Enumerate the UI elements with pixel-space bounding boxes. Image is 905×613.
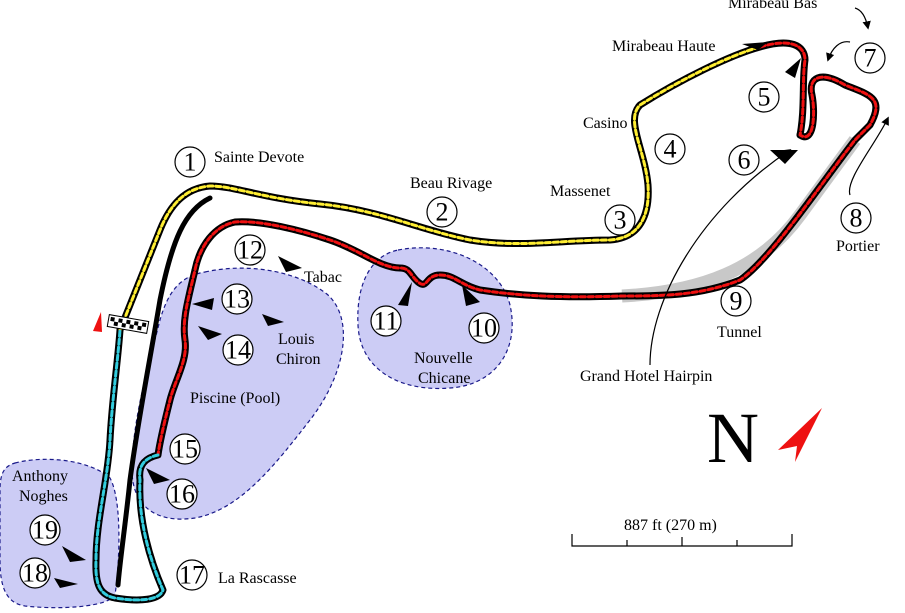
label-mirabeau-bas: Mirabeau Bas [728, 0, 817, 12]
corner-13-marker: 13 [221, 283, 253, 315]
corner-8-number: 8 [850, 204, 863, 233]
corner-9-marker: 9 [720, 285, 752, 317]
corner-18-number: 18 [22, 559, 48, 588]
north-arrow-icon [778, 408, 822, 462]
start-direction-arrow [93, 312, 102, 332]
corner-5-marker: 5 [748, 81, 780, 113]
label-chicane: Chicane [418, 370, 470, 387]
label-tabac: Tabac [304, 269, 342, 286]
corner-1-number: 1 [184, 148, 197, 177]
label-la-rascasse: La Rascasse [218, 570, 297, 587]
corner-10-number: 10 [471, 314, 497, 343]
label-tunnel: Tunnel [717, 324, 762, 341]
corner-2-number: 2 [436, 198, 449, 227]
label-massenet: Massenet [550, 183, 611, 200]
label-chiron: Chiron [276, 351, 320, 368]
label-mirabeau-haute: Mirabeau Haute [612, 38, 716, 55]
corner-13-number: 13 [224, 285, 250, 314]
start-finish-line [93, 312, 150, 334]
pit-lane [115, 195, 213, 588]
sector2-dashes [156, 41, 878, 457]
label-casino: Casino [583, 115, 627, 132]
corner-8-marker: 8 [840, 202, 872, 234]
corner-4-number: 4 [664, 135, 677, 164]
corner-11-marker: 11 [370, 305, 402, 337]
corner-9-number: 9 [730, 287, 743, 316]
corner-10-marker: 10 [468, 312, 500, 344]
corner-16-number: 16 [169, 480, 195, 509]
label-nouvelle: Nouvelle [414, 350, 473, 367]
corner-6-marker: 6 [728, 144, 760, 176]
corner-15-number: 15 [172, 435, 198, 464]
corner-4-marker: 4 [654, 133, 686, 165]
pointers [649, 7, 889, 366]
north-indicator: N [707, 398, 822, 478]
scale-label: 887 ft (270 m) [624, 517, 717, 534]
pointer-triangles [54, 42, 801, 588]
label-beau-rivage: Beau Rivage [410, 175, 492, 192]
corner-2-marker: 2 [426, 196, 458, 228]
zones [0, 247, 513, 609]
corner-6-number: 6 [738, 146, 751, 175]
corner-7-marker: 7 [854, 42, 886, 74]
corner-19-marker: 19 [29, 514, 61, 546]
zone-labels: Nouvelle Chicane Louis Chiron Piscine (P… [12, 331, 473, 505]
scale-bar: 887 ft (270 m) [571, 517, 793, 547]
zone-nouvelle-chicane [357, 247, 513, 390]
corner-5-number: 5 [758, 83, 771, 112]
corner-7-number: 7 [864, 44, 877, 73]
corner-numbers: 1 2 3 4 5 6 7 8 9 10 11 12 13 14 15 16 1… [19, 42, 886, 591]
corner-3-number: 3 [614, 206, 627, 235]
label-piscine: Piscine (Pool) [190, 390, 280, 407]
corner-11-number: 11 [373, 307, 398, 336]
corner-18-marker: 18 [19, 557, 51, 589]
label-portier: Portier [836, 238, 880, 255]
corner-3-marker: 3 [604, 204, 636, 236]
corner-17-marker: 17 [176, 559, 208, 591]
corner-16-marker: 16 [166, 478, 198, 510]
label-grand-hotel-hairpin: Grand Hotel Hairpin [580, 368, 712, 385]
label-noghes: Noghes [19, 488, 68, 505]
sector1-dashes [118, 45, 762, 332]
north-letter: N [707, 398, 759, 478]
sector3-dashes [94, 328, 165, 602]
corner-1-marker: 1 [174, 146, 206, 178]
corner-14-number: 14 [225, 336, 251, 365]
corner-17-number: 17 [179, 561, 205, 590]
label-anthony: Anthony [12, 468, 68, 485]
corner-14-marker: 14 [222, 334, 254, 366]
corner-12-marker: 12 [234, 234, 266, 266]
corner-15-marker: 15 [169, 433, 201, 465]
label-sainte-devote: Sainte Devote [214, 149, 304, 166]
corner-19-number: 19 [32, 516, 58, 545]
corner-labels: Sainte Devote Beau Rivage Massenet Casin… [214, 0, 880, 587]
label-louis: Louis [278, 331, 314, 348]
corner-12-number: 12 [237, 236, 263, 265]
track [92, 39, 880, 604]
